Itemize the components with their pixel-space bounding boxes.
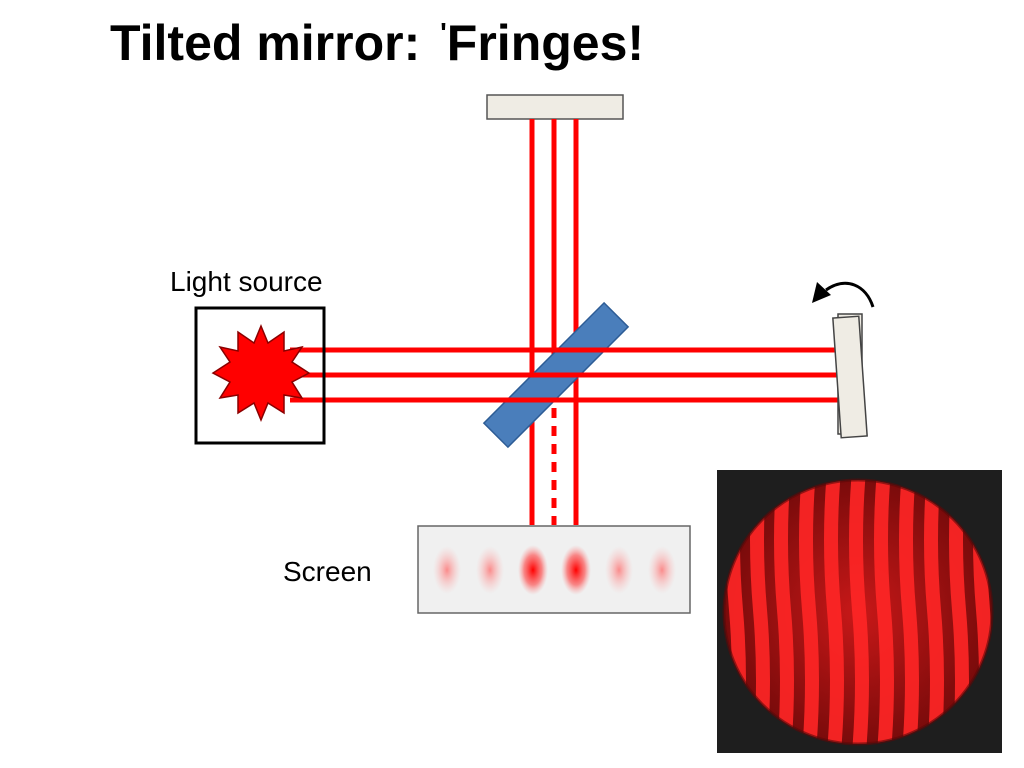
fringe-spot: [605, 546, 633, 594]
screen-label: Screen: [283, 556, 372, 587]
screen: [417, 525, 691, 614]
fringe-spot: [648, 546, 676, 594]
tilted-mirror: [832, 315, 868, 439]
slide-title: Tilted mirror: 'Fringes!: [110, 14, 644, 72]
curved-arrow-icon: [812, 281, 875, 308]
title-tick: ': [440, 17, 447, 48]
horizontal-beams: [290, 347, 840, 403]
starburst-icon: [211, 324, 311, 422]
title-main: Tilted mirror:: [110, 15, 435, 71]
screen-fringes: [433, 545, 676, 595]
fixed-mirror: [486, 94, 624, 120]
light-source-label: Light source: [170, 266, 323, 297]
title-end: Fringes!: [446, 15, 645, 71]
fringe-spot: [476, 546, 504, 594]
fringe-spot: [561, 545, 591, 595]
fringe-spot: [518, 545, 548, 595]
light-source-box: [194, 306, 326, 445]
fringe-photo: [717, 470, 1002, 753]
fringe-spot: [433, 546, 461, 594]
